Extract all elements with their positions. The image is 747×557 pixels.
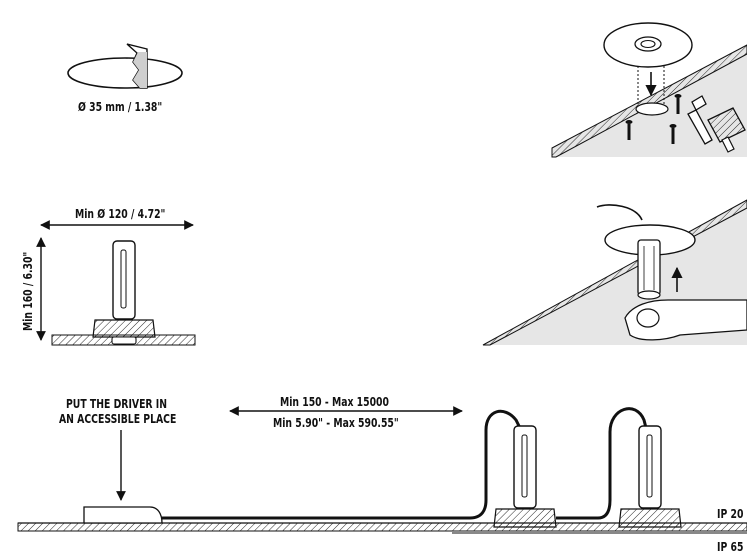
driver-box-icon xyxy=(83,506,163,524)
screwdriver-icon xyxy=(687,95,713,145)
insert-fixture-illustration xyxy=(482,199,747,346)
cable-length-mm-label: Min 150 - Max 15000 xyxy=(280,395,389,409)
fixture-icon xyxy=(618,425,682,528)
clearance-illustration xyxy=(36,220,196,346)
hand-icon xyxy=(624,299,747,341)
cable-length-inch-label: Min 5.90" - Max 590.55" xyxy=(273,416,399,430)
ip20-label: IP 20 xyxy=(717,507,744,521)
fixture-icon xyxy=(493,425,557,528)
clearance-width-label: Min Ø 120 / 4.72" xyxy=(75,207,166,221)
fixture-icon xyxy=(92,240,156,345)
hole-saw-icon xyxy=(67,43,183,89)
driver-note-line-2: AN ACCESSIBLE PLACE xyxy=(59,412,177,426)
ceiling-mount-illustration xyxy=(551,22,747,158)
driver-note-line-1: PUT THE DRIVER IN xyxy=(66,397,168,411)
paintbrush-icon xyxy=(707,107,746,153)
drill-diameter-label: Ø 35 mm / 1.38" xyxy=(78,100,163,114)
wiring-illustration xyxy=(17,406,747,534)
ip65-label: IP 65 xyxy=(717,540,744,554)
screw-icon xyxy=(625,94,682,144)
clearance-height-label: Min 160 / 6.30" xyxy=(21,251,35,331)
